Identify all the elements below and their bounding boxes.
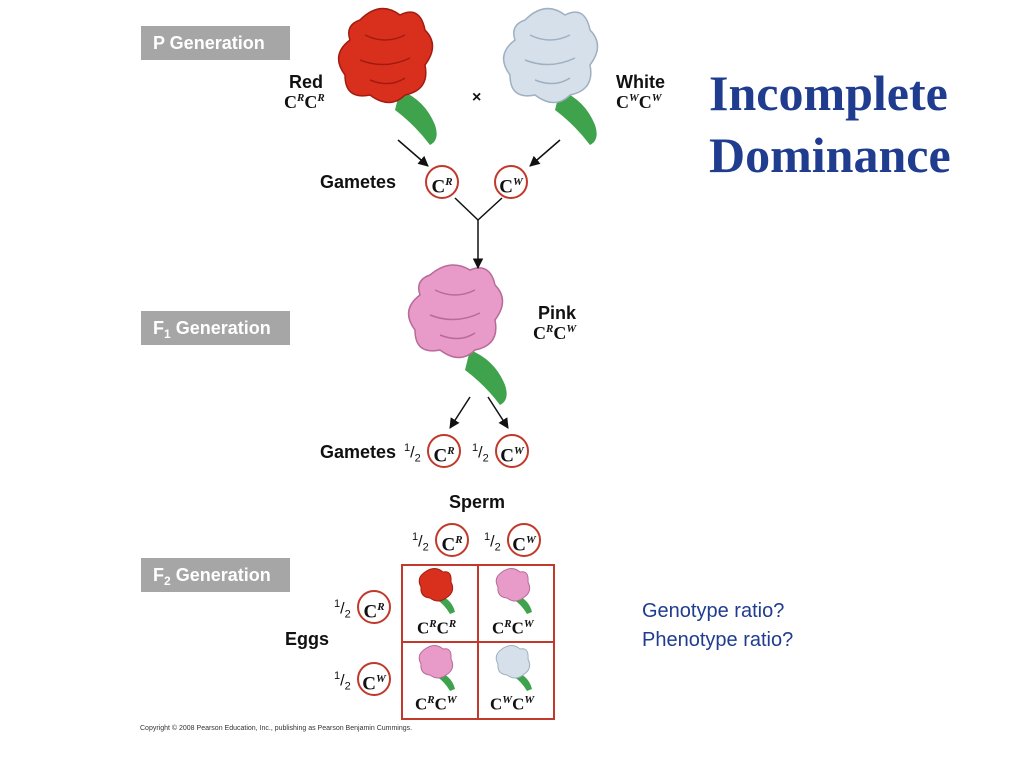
arrow-white-to-gamete (529, 139, 561, 167)
f1-generation-label: F1 Generation (141, 311, 290, 345)
arrow-f1-to-gamete-w (487, 396, 509, 429)
egg-w: CW (357, 662, 391, 696)
cell-red-flower-icon (418, 568, 455, 614)
f1-suffix: Generation (170, 318, 271, 338)
p-generation-text: P Generation (153, 33, 265, 53)
ratio-questions: Genotype ratio? Phenotype ratio? (642, 597, 793, 655)
punnett-square (401, 564, 555, 720)
pink-flower-icon (407, 264, 507, 405)
white-parent-genotype: CWCW (616, 92, 662, 112)
f1-sub: 1 (164, 327, 171, 341)
f2-generation-label: F2 Generation (141, 558, 290, 592)
white-parent-label: White (616, 72, 665, 92)
f1-gamete-r: CR (427, 434, 461, 468)
phenotype-question: Phenotype ratio? (642, 629, 794, 651)
f1-genotype: CRCW (533, 323, 577, 343)
eggs-label: Eggs (285, 629, 330, 649)
f1-gametes-label: Gametes (320, 442, 397, 462)
cell-pink-flower-2-icon (418, 645, 455, 691)
arrow-red-to-gamete (397, 139, 429, 167)
red-flower-icon (337, 7, 437, 145)
egg-r: CR (357, 590, 391, 624)
white-flower-icon (502, 7, 599, 145)
sperm-w: CW (507, 523, 541, 557)
cell-white-flower-icon (495, 645, 532, 691)
sperm-label: Sperm (449, 492, 506, 512)
copyright-text: Copyright © 2008 Pearson Education, Inc.… (140, 725, 413, 732)
p-gametes-label: Gametes (320, 172, 397, 192)
f1-gamete-r-fraction: 1/2 (404, 442, 421, 465)
f1-gamete-w: CW (495, 434, 529, 468)
red-parent-label: Red (289, 72, 324, 92)
title-line-2: Dominance (709, 127, 951, 183)
cell-rw-2-genotype: CRCW (415, 694, 457, 714)
egg-w-fraction: 1/2 (334, 670, 351, 693)
cross-symbol: × (472, 89, 482, 106)
p-gamete-w: CW (494, 165, 528, 199)
cell-ww-genotype: CWCW (490, 694, 535, 714)
f2-suffix: Generation (170, 565, 271, 585)
p-gamete-r: CR (425, 165, 459, 199)
sperm-r-fraction: 1/2 (412, 531, 429, 554)
cell-rw-genotype: CRCW (492, 618, 534, 638)
genotype-question: Genotype ratio? (642, 600, 785, 622)
egg-r-fraction: 1/2 (334, 598, 351, 621)
title-line-1: Incomplete (709, 65, 948, 121)
slide-title: Incomplete Dominance (709, 62, 951, 186)
cell-pink-flower-icon (495, 568, 532, 614)
gamete-merge-lines (454, 197, 503, 222)
f2-sub: 2 (164, 574, 171, 588)
cell-rr-genotype: CRCR (417, 618, 457, 638)
sperm-r: CR (435, 523, 469, 557)
f1-prefix: F (153, 318, 164, 338)
f1-pink-label: Pink (538, 303, 577, 323)
sperm-w-fraction: 1/2 (484, 531, 501, 554)
arrow-f1-to-gamete-r (449, 396, 471, 429)
f2-prefix: F (153, 565, 164, 585)
f1-gamete-w-fraction: 1/2 (472, 442, 489, 465)
red-parent-genotype: CRCR (284, 92, 325, 112)
p-generation-label: P Generation (141, 26, 290, 60)
